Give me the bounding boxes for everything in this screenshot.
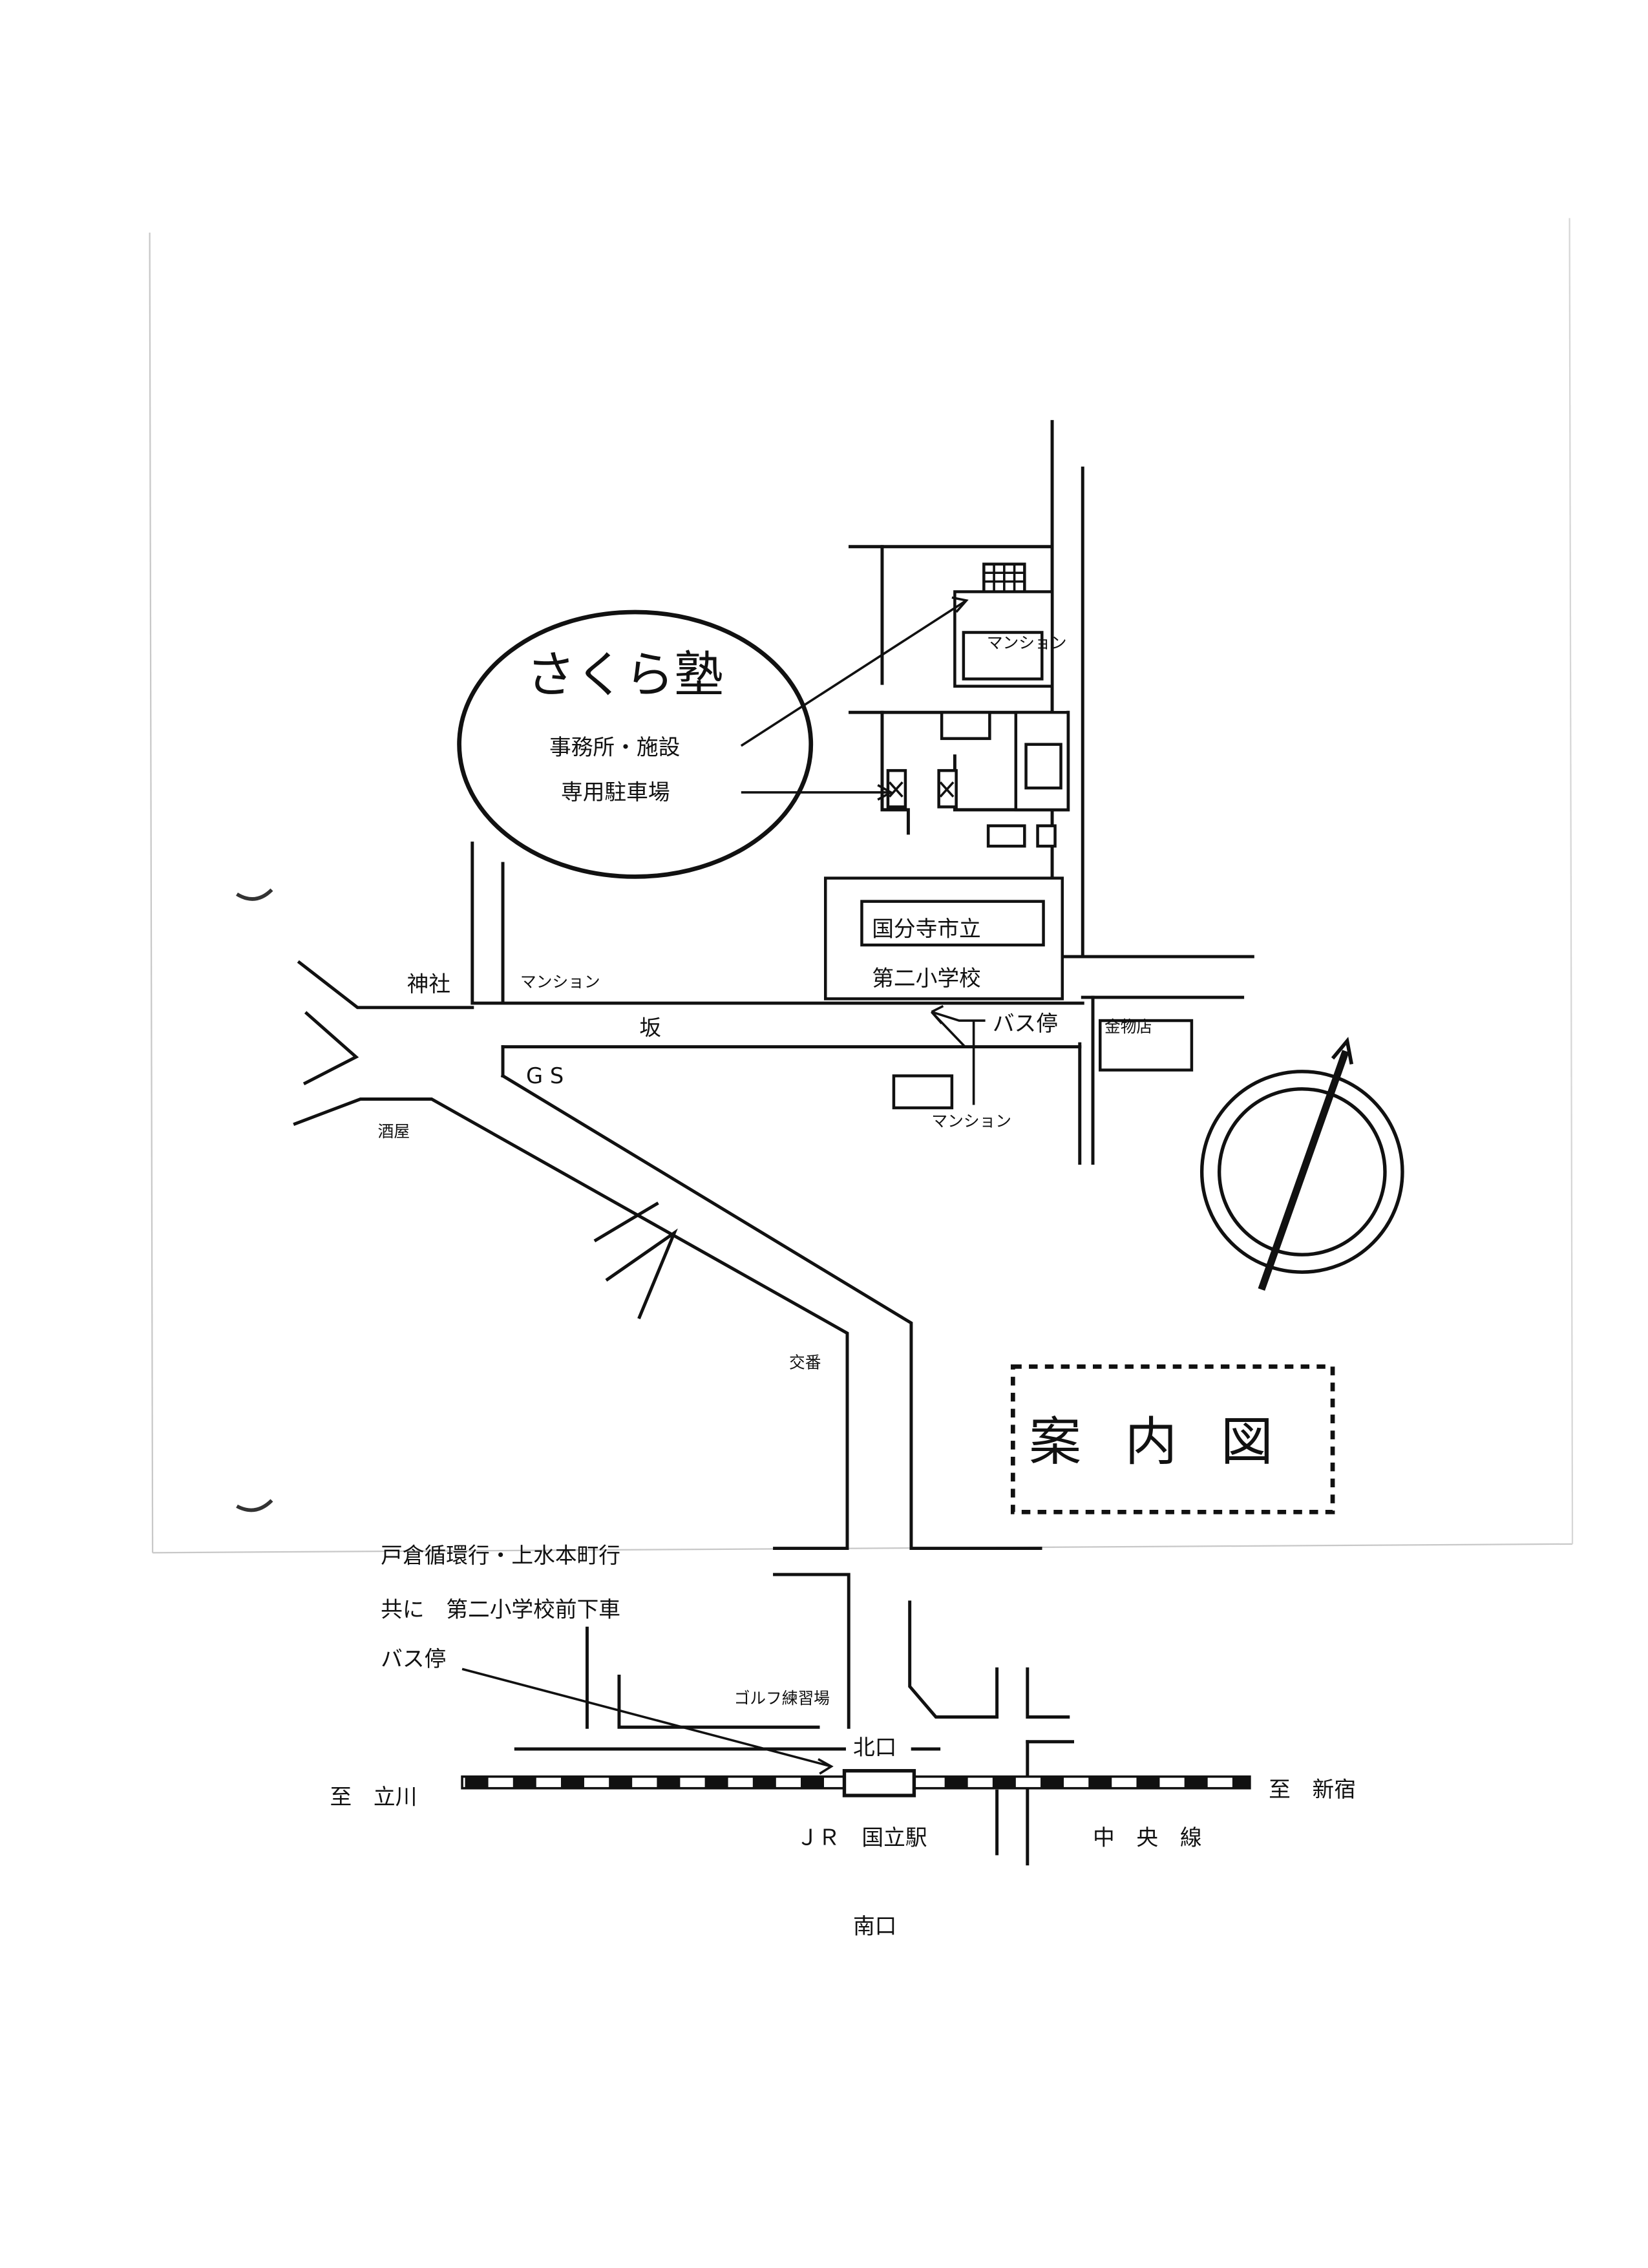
label-shrine: 神社 bbox=[407, 971, 450, 997]
rail-segment bbox=[1136, 1776, 1160, 1788]
label-school-1: 国分寺市立 bbox=[872, 917, 981, 942]
label-to-shinjuku: 至 新宿 bbox=[1269, 1777, 1356, 1802]
rail-segment bbox=[657, 1776, 681, 1788]
label-chuo-line: 中 央 線 bbox=[1093, 1825, 1202, 1850]
buildings bbox=[824, 562, 1194, 1110]
label-mansion-left: マンション bbox=[520, 972, 600, 991]
label-bus-stop-top: バス停 bbox=[993, 1011, 1058, 1036]
binder-hole-bottom bbox=[236, 1499, 273, 1512]
office-line-2: 専用駐車場 bbox=[561, 779, 670, 805]
office-name: さくら塾 bbox=[526, 647, 724, 705]
bus-note-line-1: 戸倉循環行・上水本町行 bbox=[381, 1543, 620, 1568]
binder-hole-top bbox=[236, 888, 273, 901]
label-liquor: 酒屋 bbox=[378, 1122, 410, 1141]
office-line-1: 事務所・施設 bbox=[549, 734, 680, 759]
rail-segment bbox=[992, 1776, 1016, 1788]
rail-segment bbox=[1088, 1776, 1112, 1788]
label-slope: 坂 bbox=[639, 1015, 661, 1041]
label-mansion-top: マンション bbox=[987, 633, 1067, 652]
label-north-exit: 北口 bbox=[853, 1735, 896, 1760]
station-building bbox=[842, 1769, 916, 1797]
sheet-edge-bottom bbox=[153, 1543, 1573, 1554]
sheet-edge-right bbox=[1569, 218, 1574, 1544]
bus-note-line-2: 共に 第二小学校前下車 bbox=[381, 1596, 620, 1622]
label-hardware: 金物店 bbox=[1104, 1017, 1152, 1036]
chuo-railway bbox=[461, 1747, 1251, 1797]
label-school-2: 第二小学校 bbox=[872, 966, 981, 991]
label-golf: ゴルフ練習場 bbox=[734, 1689, 830, 1708]
label-station: ＪＲ 国立駅 bbox=[796, 1825, 927, 1850]
rail-segment bbox=[1041, 1776, 1064, 1788]
label-koban: 交番 bbox=[789, 1353, 821, 1372]
label-south-exit: 南口 bbox=[853, 1914, 896, 1939]
rail-segment bbox=[944, 1776, 968, 1788]
office-callout bbox=[457, 596, 969, 879]
rail-segment bbox=[465, 1776, 489, 1788]
label-mansion-bottom: マンション bbox=[931, 1112, 1011, 1130]
compass bbox=[1199, 1037, 1404, 1291]
rail-segment bbox=[801, 1776, 824, 1788]
rail-segment bbox=[560, 1776, 584, 1788]
label-gas-station: G S bbox=[526, 1063, 564, 1088]
bus-note-line-3: バス停 bbox=[381, 1646, 446, 1671]
rail-segment bbox=[609, 1776, 633, 1788]
rail-segment bbox=[1232, 1776, 1250, 1788]
rail-segment bbox=[1184, 1776, 1208, 1788]
rail-segment bbox=[512, 1776, 536, 1788]
rail-segment bbox=[752, 1776, 776, 1788]
rail-segment bbox=[704, 1776, 728, 1788]
label-to-tachikawa: 至 立川 bbox=[330, 1784, 417, 1809]
map-title: 案内図 bbox=[1029, 1412, 1316, 1472]
sheet-edge-left bbox=[149, 232, 154, 1553]
